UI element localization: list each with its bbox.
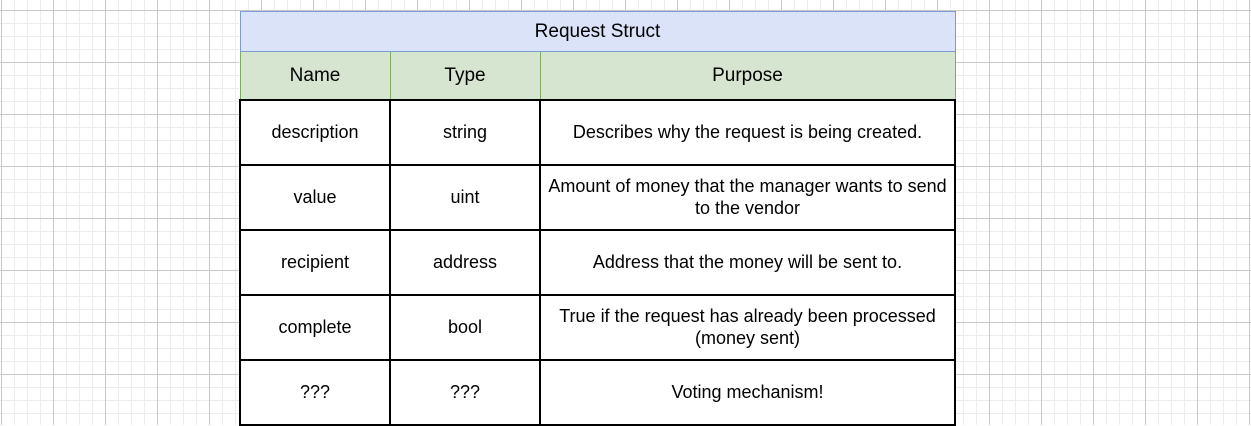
column-header-name: Name bbox=[239, 51, 391, 101]
column-header-type: Type bbox=[389, 51, 541, 101]
cell-field-name: value bbox=[239, 164, 391, 231]
cell-field-type: address bbox=[389, 229, 541, 296]
table-row: description string Describes why the req… bbox=[239, 99, 956, 166]
table-header-row: Name Type Purpose bbox=[239, 51, 956, 101]
cell-field-type: string bbox=[389, 99, 541, 166]
table-title-row: Request Struct bbox=[239, 11, 956, 52]
cell-field-purpose: Address that the money will be sent to. bbox=[539, 229, 956, 296]
cell-field-type: bool bbox=[389, 294, 541, 361]
table-title: Request Struct bbox=[239, 11, 956, 52]
cell-field-type: uint bbox=[389, 164, 541, 231]
column-header-purpose: Purpose bbox=[539, 51, 956, 101]
request-struct-table: Request Struct Name Type Purpose descrip… bbox=[239, 11, 956, 426]
cell-field-purpose: Describes why the request is being creat… bbox=[539, 99, 956, 166]
cell-field-purpose: True if the request has already been pro… bbox=[539, 294, 956, 361]
cell-field-purpose: Voting mechanism! bbox=[539, 359, 956, 426]
cell-field-name: description bbox=[239, 99, 391, 166]
table-row: value uint Amount of money that the mana… bbox=[239, 164, 956, 231]
cell-field-name: ??? bbox=[239, 359, 391, 426]
table-row: recipient address Address that the money… bbox=[239, 229, 956, 296]
cell-field-name: recipient bbox=[239, 229, 391, 296]
table-row: complete bool True if the request has al… bbox=[239, 294, 956, 361]
table-row: ??? ??? Voting mechanism! bbox=[239, 359, 956, 426]
cell-field-type: ??? bbox=[389, 359, 541, 426]
cell-field-name: complete bbox=[239, 294, 391, 361]
cell-field-purpose: Amount of money that the manager wants t… bbox=[539, 164, 956, 231]
